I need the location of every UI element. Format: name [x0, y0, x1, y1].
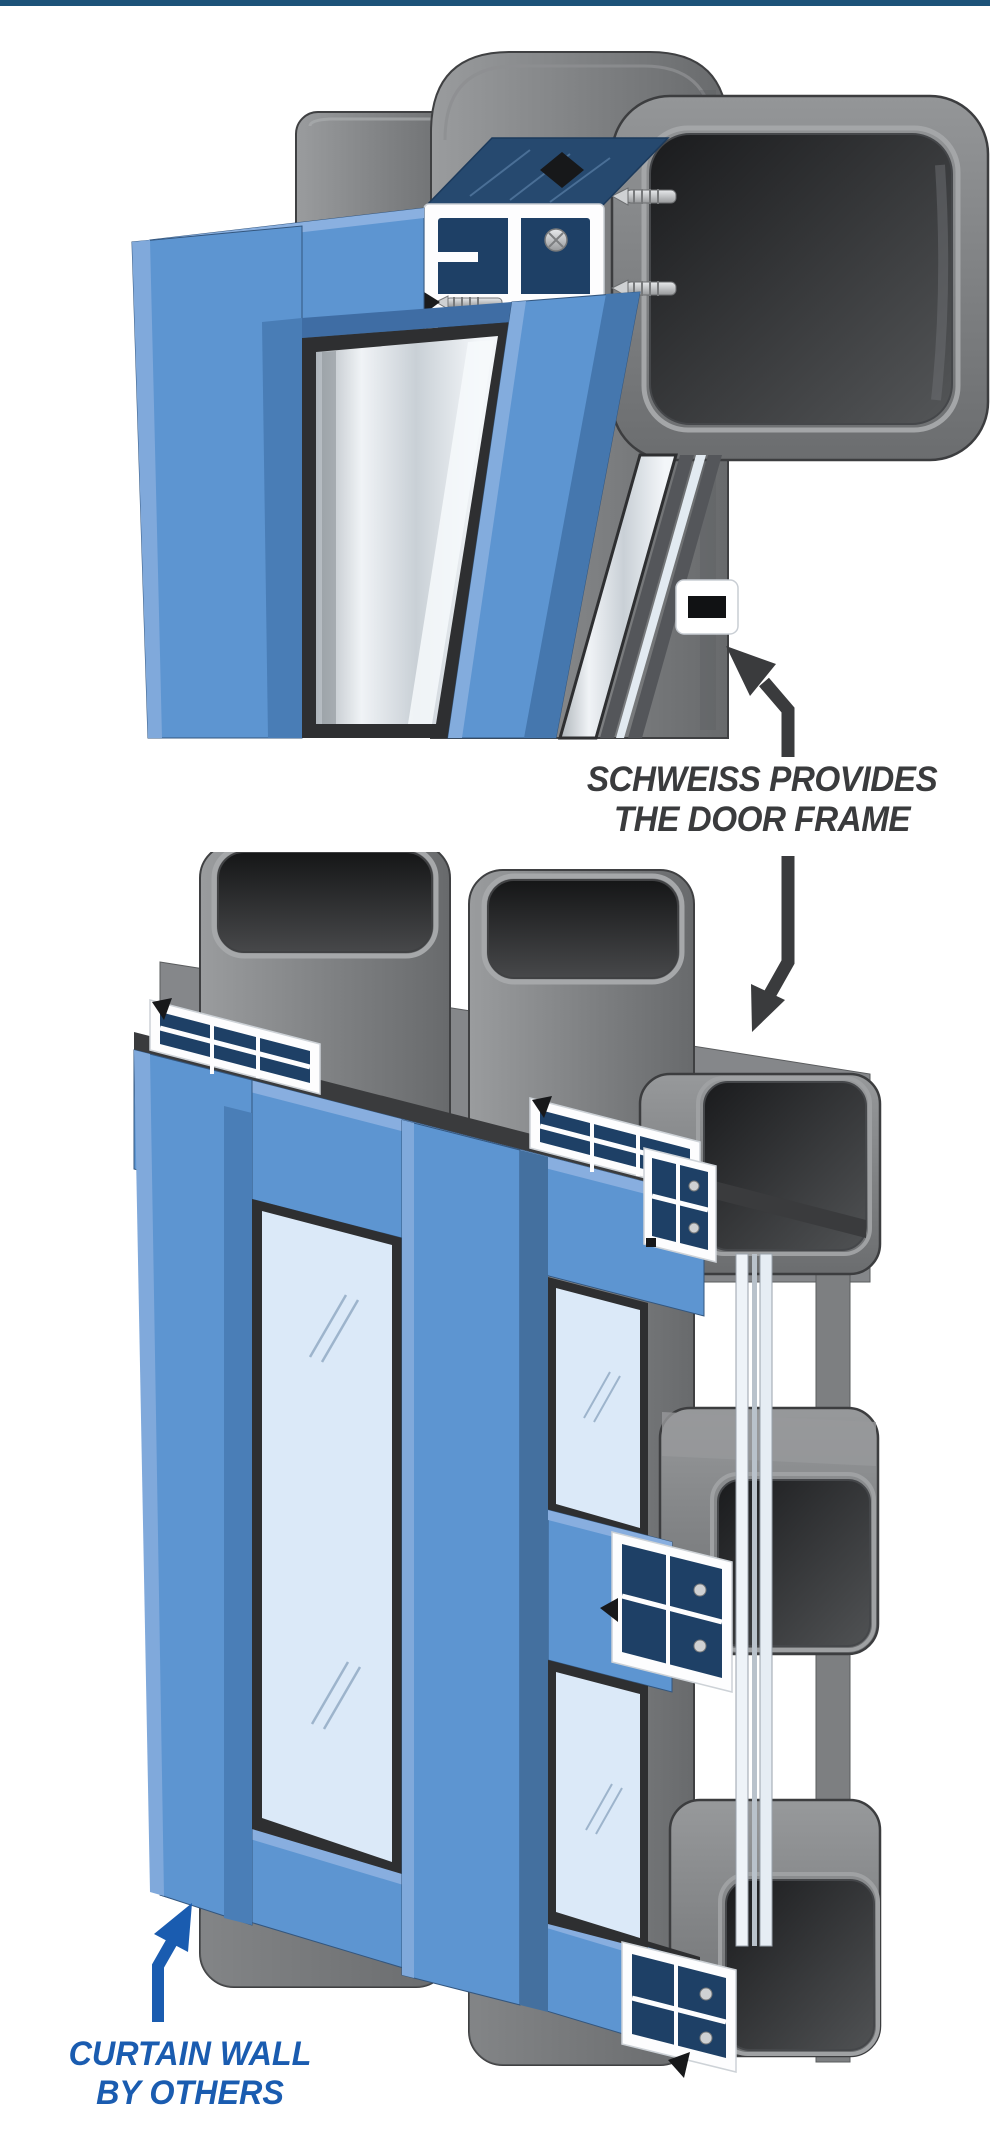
- header-cross-section-top: [643, 1147, 717, 1263]
- curtain-wall-label: CURTAIN WALL BY OTHERS: [19, 2035, 361, 2113]
- rail-cross-section-middle: [600, 1531, 733, 1693]
- door-frame-extrusion-top: [424, 137, 670, 207]
- door-glazing-panel: [302, 322, 512, 738]
- door-frame-body: [131, 225, 739, 740]
- sill-cross-section-bottom: [621, 1941, 737, 2078]
- door-frame-label: SCHWEISS PROVIDES THE DOOR FRAME: [515, 760, 990, 840]
- screw-head-icon: [544, 228, 568, 252]
- door-frame-section-illustration: [131, 51, 990, 740]
- door-frame-label-line1: SCHWEISS PROVIDES: [586, 760, 938, 799]
- door-mullion: [447, 291, 641, 739]
- curtain-wall-section-illustration: [133, 852, 882, 2078]
- glass-panel-left: [252, 1199, 402, 1874]
- center-mullion: [401, 1119, 548, 2012]
- curtain-wall-label-line2: BY OTHERS: [96, 2074, 284, 2112]
- left-jamb: [133, 1049, 253, 1926]
- curtain-wall-frame: [133, 998, 866, 2078]
- steel-tube-horizontal: [610, 94, 990, 462]
- glass-panel-right-upper: [548, 1277, 648, 1540]
- door-glazing-edge: [558, 453, 739, 740]
- curtain-wall-label-line1: CURTAIN WALL: [68, 2035, 312, 2073]
- glass-panel-right-lower: [548, 1660, 648, 1950]
- screw-icon: [610, 187, 677, 206]
- mullion-cross-section-left: [149, 998, 321, 1095]
- door-frame-label-line2: THE DOOR FRAME: [613, 800, 911, 839]
- top-accent-bar: [0, 0, 990, 6]
- glazing-edge-strips: [735, 1253, 773, 1947]
